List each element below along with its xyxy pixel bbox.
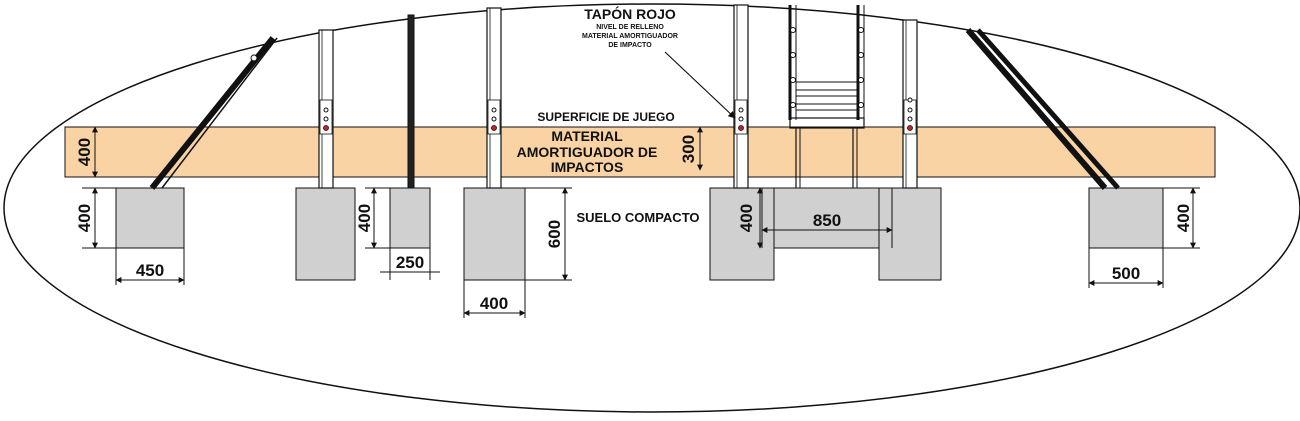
label-impact-material-1: MATERIAL xyxy=(551,128,623,144)
footing-ladder-link xyxy=(773,187,880,249)
red-cap-markers xyxy=(323,125,913,131)
dim-post-footing-width: 250 xyxy=(396,253,424,272)
post-2 xyxy=(407,14,415,189)
dim-deep-footing-height: 600 xyxy=(545,220,564,248)
dim-material-depth: 300 xyxy=(679,135,698,163)
dim-deep-footing-width: 400 xyxy=(480,294,508,313)
dim-right-footing-width: 500 xyxy=(1112,264,1140,283)
dim-right-footing-height: 400 xyxy=(1174,204,1193,232)
impact-material-layer xyxy=(64,126,1216,178)
footing-post-2 xyxy=(389,187,431,249)
dim-ladder-footing-height: 400 xyxy=(737,204,756,232)
label-fill-level-1: NIVEL DE RELLENO xyxy=(596,24,664,31)
dimension-lines xyxy=(82,51,1200,318)
dim-layer-height: 400 xyxy=(75,138,94,166)
footing-deep xyxy=(463,187,526,281)
footing-left xyxy=(115,187,185,249)
post-4 xyxy=(733,4,749,189)
label-compact-soil: SUELO COMPACTO xyxy=(576,210,699,225)
footings xyxy=(115,187,1164,281)
posts xyxy=(318,4,918,189)
footing-ladder-left xyxy=(709,187,775,281)
footing-post-1 xyxy=(295,187,356,281)
footing-right xyxy=(1088,187,1164,249)
diagonal-struts xyxy=(149,28,1120,190)
dim-post-footing-height: 400 xyxy=(355,204,374,232)
dimension-labels: 400 400 450 400 250 600 400 300 400 850 … xyxy=(75,135,1193,313)
label-impact-material-3: IMPACTOS xyxy=(551,159,624,175)
label-fill-level-3: DE IMPACTO xyxy=(608,42,652,49)
label-impact-material-2: AMORTIGUADOR DE xyxy=(517,144,658,160)
post-3 xyxy=(486,7,502,189)
footing-ladder-right xyxy=(878,187,942,281)
dim-footing-height-left: 400 xyxy=(75,204,94,232)
label-play-surface: SUPERFICIE DE JUEGO xyxy=(537,110,674,124)
bolt-holes xyxy=(323,97,913,122)
detail-ellipse xyxy=(3,3,1300,413)
dim-ladder-span: 850 xyxy=(813,211,841,230)
label-fill-level-2: MATERIAL AMORTIGUADOR xyxy=(582,33,678,40)
label-red-cap: TAPÓN ROJO xyxy=(584,5,676,22)
captions: TAPÓN ROJO NIVEL DE RELLENO MATERIAL AMO… xyxy=(517,5,700,225)
ladder-frame xyxy=(788,5,865,188)
dim-footing-width-left: 450 xyxy=(136,261,164,280)
